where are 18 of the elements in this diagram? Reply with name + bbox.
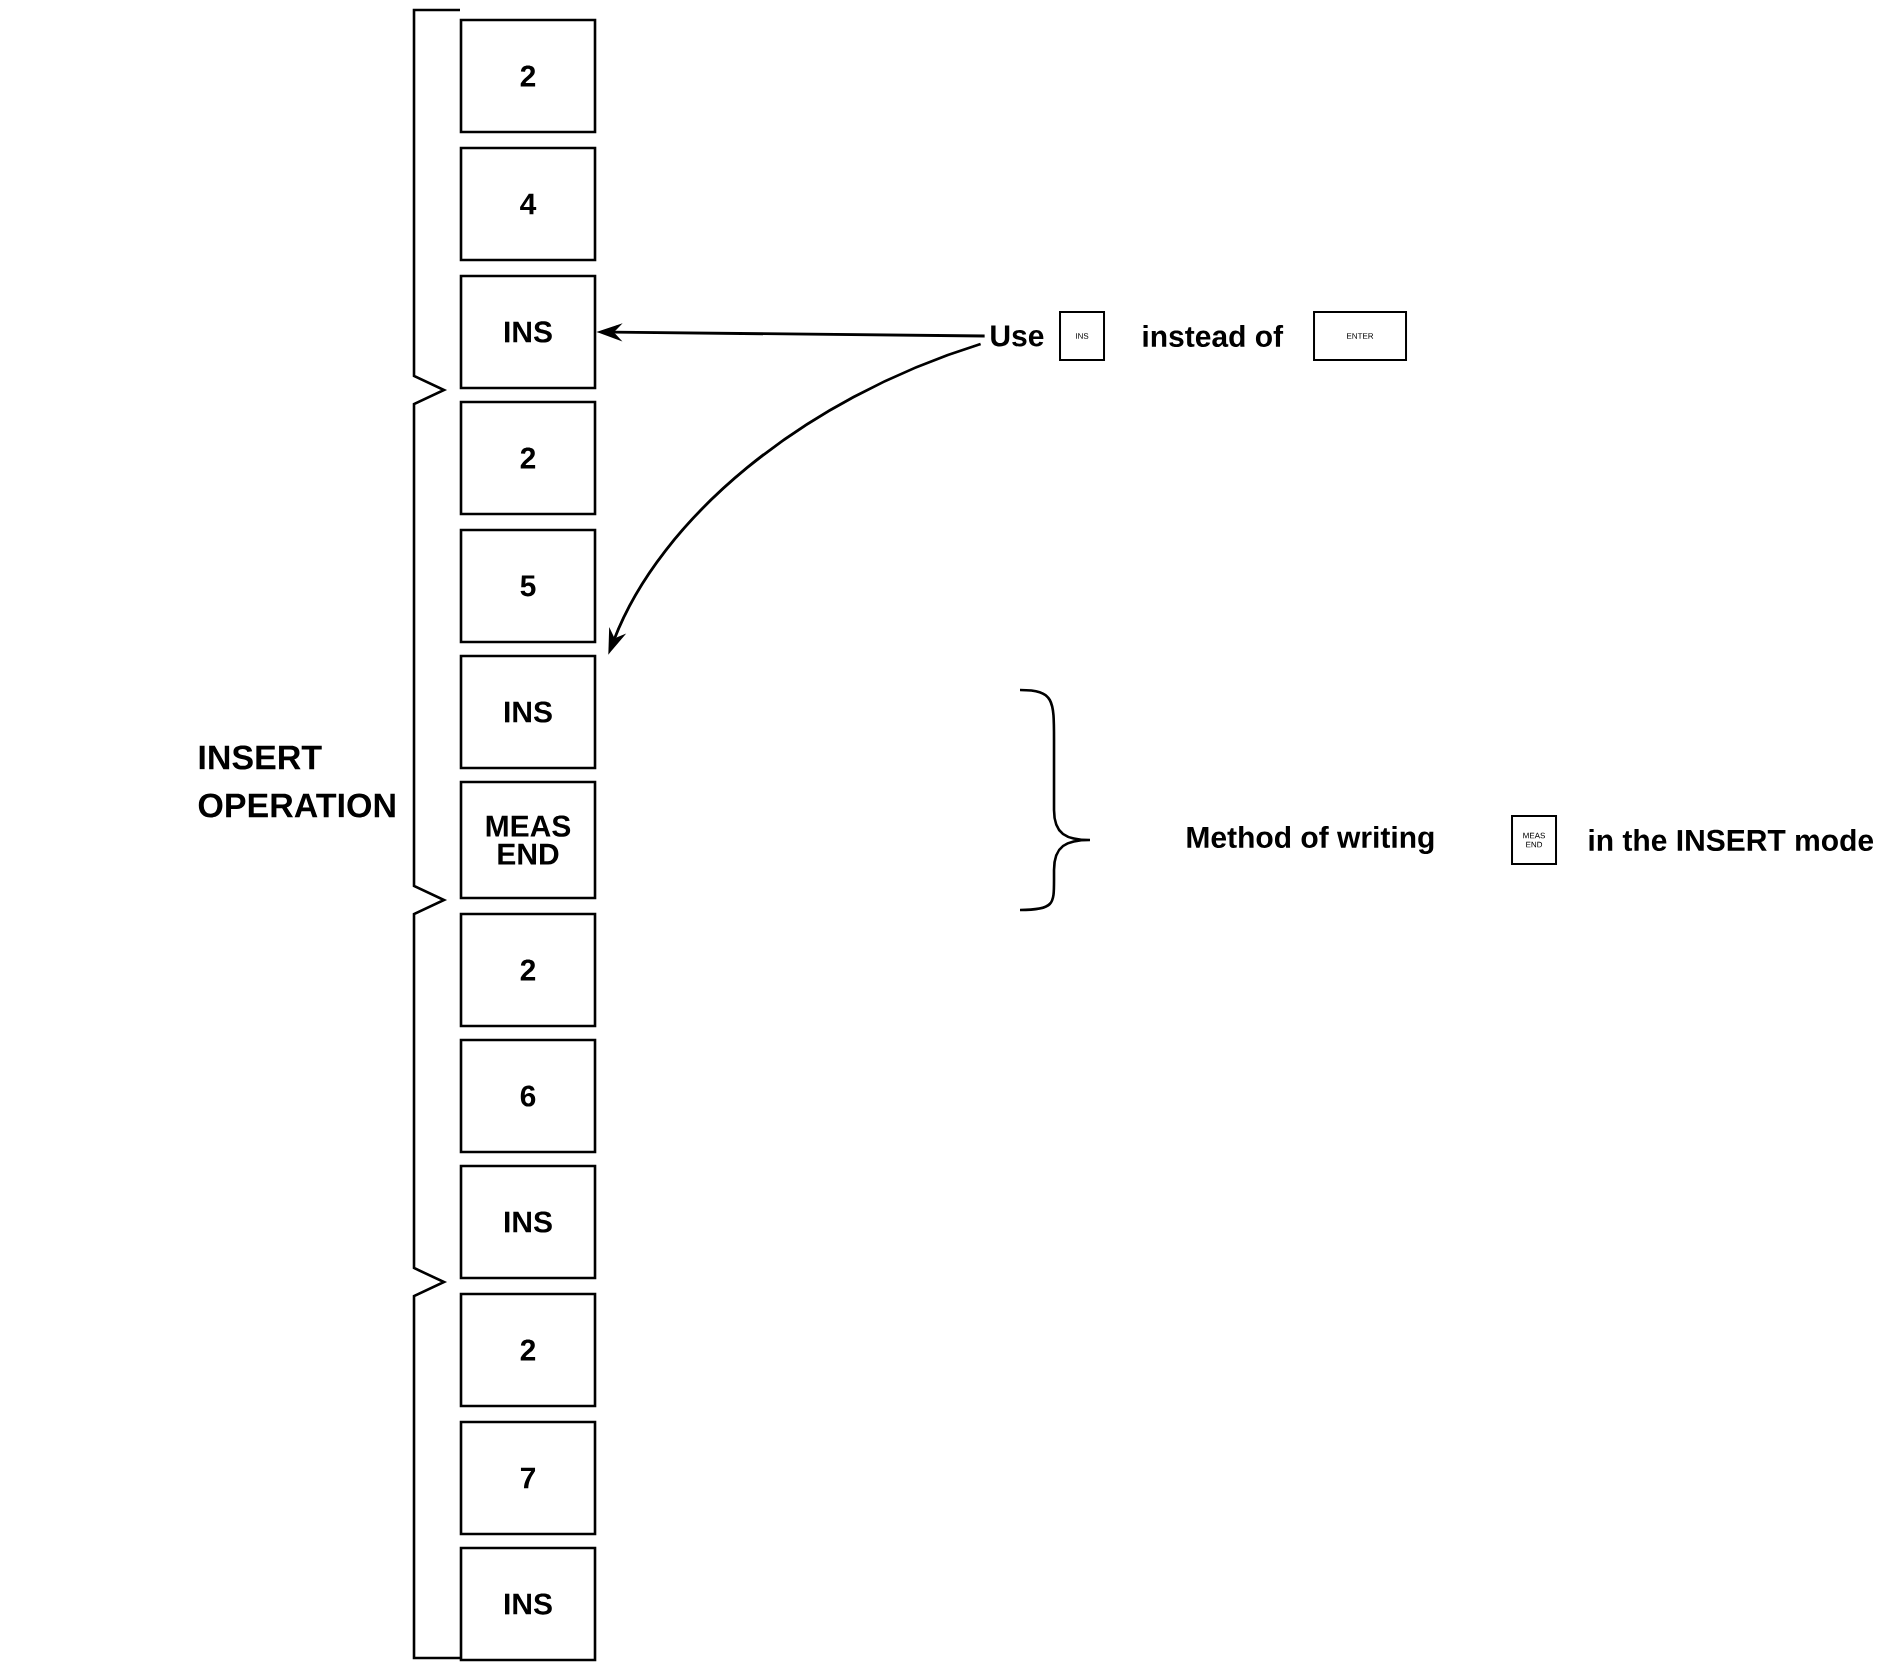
key-box: 2 bbox=[459, 912, 597, 1028]
key-box: 2 bbox=[459, 1292, 597, 1408]
key-box: INS bbox=[459, 654, 597, 770]
key-box: INS bbox=[459, 274, 597, 390]
key-box: 2 bbox=[459, 400, 597, 516]
key-box: INS bbox=[459, 1546, 597, 1662]
key-box: MEAS END bbox=[459, 780, 597, 900]
key-box: 2 bbox=[459, 18, 597, 134]
label-text: INSERT OPERATION bbox=[198, 745, 395, 818]
annotation-text: Method of writing bbox=[1187, 825, 1434, 855]
key-box: 5 bbox=[459, 528, 597, 644]
annotation-text: Use bbox=[991, 325, 1044, 347]
key-box: 7 bbox=[459, 1420, 597, 1536]
key-box: 6 bbox=[459, 1038, 597, 1154]
annotation-text: in the INSERT mode bbox=[1589, 829, 1874, 851]
annotation-text: instead of bbox=[1143, 325, 1284, 347]
key-box: 4 bbox=[459, 146, 597, 262]
key-box: INS bbox=[459, 1164, 597, 1280]
